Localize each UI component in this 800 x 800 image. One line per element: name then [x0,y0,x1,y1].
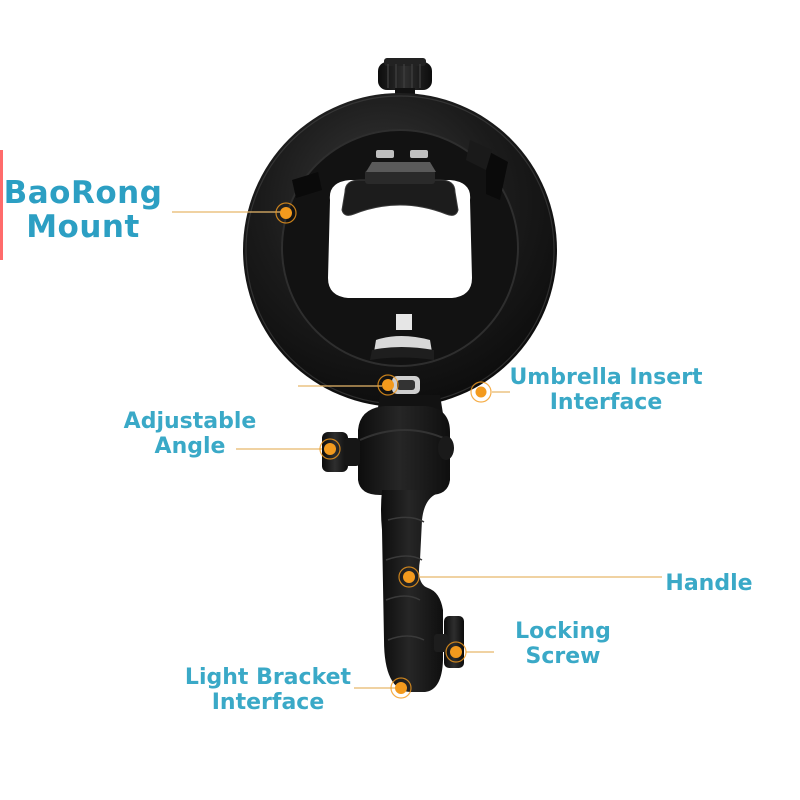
marker-mount [275,202,297,224]
callout-markers [275,202,492,699]
adjustable-joint [322,395,454,495]
label-bracket-line-2: Interface [211,689,325,715]
label-angle-line-1: Adjustable [123,409,257,434]
label-handle-line-1: Handle [665,571,753,596]
label-angle-line-2: Angle [154,433,226,459]
label-umbrella-line-2: Interface [549,389,663,415]
label-bracket-line-1: Light Bracket [184,665,352,690]
label-mount-line-2: Mount [26,209,140,246]
marker-center [377,374,399,396]
marker-umbrella [470,381,492,403]
label-handle: Handle [660,571,758,597]
label-mount-line-1: BaoRong [3,175,163,211]
marker-locking [445,641,467,663]
label-locking-line-1: Locking [515,619,611,644]
marker-bracket [390,677,412,699]
label-light-bracket-interface: Light Bracket Interface [180,665,356,715]
label-baorong-mount: BaoRong Mount [2,176,164,244]
marker-angle [319,438,341,460]
label-umbrella-line-1: Umbrella Insert [509,365,703,390]
mount-ring [243,93,557,407]
leader-lines [172,211,662,689]
red-accent-edge [0,150,3,260]
label-umbrella-insert-interface: Umbrella Insert Interface [506,365,706,415]
label-locking-line-2: Screw [525,643,601,669]
label-adjustable-angle: Adjustable Angle [116,409,264,459]
label-locking-screw: Locking Screw [508,619,618,669]
handle-arm [381,490,464,692]
marker-handle [398,566,420,588]
